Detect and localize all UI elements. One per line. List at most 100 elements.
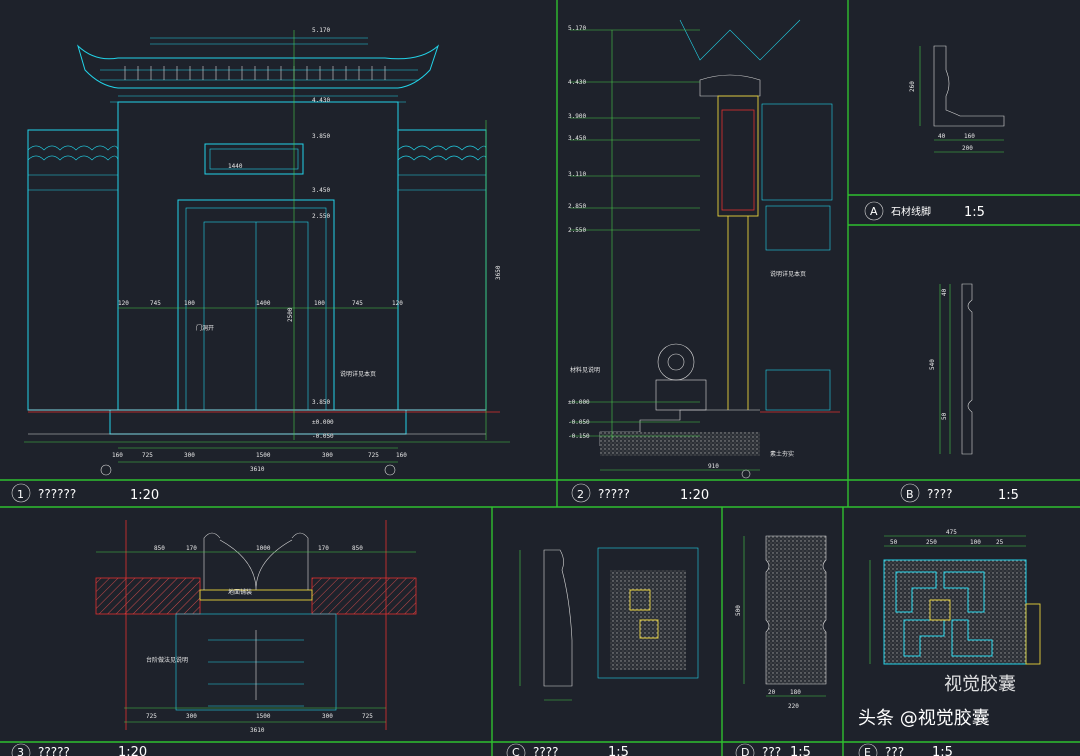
title-d-id: D <box>741 746 749 756</box>
title-e-id: E <box>864 746 871 756</box>
title-3-scale: 1:20 <box>118 745 147 756</box>
title-1-scale: 1:20 <box>130 488 159 503</box>
title-c-id: C <box>512 746 520 756</box>
dim-total-3: 3610 <box>250 727 265 734</box>
title-3: 3 ????? 1:20 <box>11 743 147 756</box>
dim-mid-1: 120 <box>392 300 403 307</box>
dim-section-base: 910 <box>708 463 719 470</box>
dim-detail-b: 50 <box>941 412 948 420</box>
title-a-id: A <box>870 205 878 218</box>
panel-2-section: 说明详见本页 材料见说明 素土夯实 <box>570 19 840 479</box>
section-mark: 5.170 <box>568 25 586 32</box>
section-mark: -0.050 <box>568 419 590 426</box>
detail-d-profile <box>743 535 827 697</box>
dim-total-1: 3610 <box>250 466 265 473</box>
section-mark: 3.110 <box>568 171 586 178</box>
detail-a-profile <box>919 45 1005 153</box>
title-e-text: ??? <box>885 745 904 756</box>
dim-height-total: 3650 <box>495 265 502 280</box>
title-a: A 石材线脚 1:5 <box>864 201 985 221</box>
detail-b-profile <box>939 283 973 455</box>
title-e-scale: 1:5 <box>932 745 953 756</box>
title-c: C ???? 1:5 <box>506 743 629 756</box>
elevation-mark: 3.850 <box>312 133 330 140</box>
dim-detail-a: 200 <box>962 145 973 152</box>
section-mark: 4.430 <box>568 79 586 86</box>
dim-bottom-3: 300 <box>186 713 197 720</box>
title-1: 1 ?????? 1:20 <box>11 483 159 503</box>
title-2: 2 ????? 1:20 <box>571 483 709 503</box>
section-mark: -0.150 <box>568 433 590 440</box>
dim-detail-b: 540 <box>929 359 936 370</box>
title-3-id: 3 <box>17 746 24 756</box>
dim-top-3: 850 <box>352 545 363 552</box>
svg-text:地面铺装: 地面铺装 <box>228 588 252 596</box>
elevation-mark: 3.850 <box>312 399 330 406</box>
title-a-scale: 1:5 <box>964 205 985 220</box>
title-c-text: ???? <box>533 745 558 756</box>
dim-detail-d: 20 <box>768 689 776 696</box>
watermark: 视觉胶囊 头条 @视觉胶囊 <box>858 674 1016 729</box>
dim-detail-b: 40 <box>941 288 948 296</box>
title-2-id: 2 <box>577 488 584 501</box>
dim-detail-e: 475 <box>946 529 957 536</box>
title-b-scale: 1:5 <box>998 488 1019 503</box>
watermark-text: 头条 @视觉胶囊 <box>858 708 990 729</box>
dim-bottom-1: 300 <box>322 452 333 459</box>
detail-e-lattice <box>869 535 1041 665</box>
dim-mid-1: 100 <box>314 300 325 307</box>
svg-text:素土夯实: 素土夯实 <box>770 450 794 458</box>
dim-mid-1: 745 <box>150 300 161 307</box>
dim-detail-a: 160 <box>964 133 975 140</box>
dim-door-height: 2500 <box>287 307 294 322</box>
dim-bottom-3: 725 <box>146 713 157 720</box>
svg-text:门洞开: 门洞开 <box>196 324 214 332</box>
dim-detail-e: 100 <box>970 539 981 546</box>
title-b-id: B <box>906 488 914 501</box>
dim-detail-e: 50 <box>890 539 898 546</box>
svg-text:说明详见本页: 说明详见本页 <box>340 370 376 378</box>
title-d-scale: 1:5 <box>790 745 811 756</box>
svg-text:1440: 1440 <box>228 163 243 170</box>
title-1-id: 1 <box>17 488 24 501</box>
title-2-scale: 1:20 <box>680 488 709 503</box>
title-b: B ???? 1:5 <box>900 483 1019 503</box>
panel-3-plan: 地面铺装 台阶做法见说明 <box>95 520 417 730</box>
detail-c-profile <box>519 547 699 701</box>
dim-detail-d: 500 <box>735 605 742 616</box>
title-e: E ??? 1:5 <box>858 743 953 756</box>
dim-detail-a: 40 <box>938 133 946 140</box>
section-mark: 3.450 <box>568 135 586 142</box>
elevation-mark: 2.550 <box>312 213 330 220</box>
dim-mid-1: 120 <box>118 300 129 307</box>
elevation-mark: 5.170 <box>312 27 330 34</box>
elevation-mark: ±0.000 <box>312 419 334 426</box>
title-a-text: 石材线脚 <box>891 205 931 218</box>
dim-bottom-1: 160 <box>396 452 407 459</box>
dim-mid-1: 100 <box>184 300 195 307</box>
dim-bottom-1: 300 <box>184 452 195 459</box>
dim-bottom-1: 160 <box>112 452 123 459</box>
dimension-labels: 160 725 300 1500 300 725 160 3610 120 745 100 1400 1… <box>112 25 1004 734</box>
dim-top-3: 1000 <box>256 545 271 552</box>
dim-bottom-3: 725 <box>362 713 373 720</box>
elevation-mark: 3.450 <box>312 187 330 194</box>
dim-top-3: 850 <box>154 545 165 552</box>
panel-1-elevation: 门洞开 说明详见本页 1440 <box>24 30 510 476</box>
dim-bottom-3: 1500 <box>256 713 271 720</box>
dim-detail-e: 25 <box>996 539 1004 546</box>
dim-mid-1: 745 <box>352 300 363 307</box>
dim-detail-a: 260 <box>909 81 916 92</box>
dim-bottom-1: 1500 <box>256 452 271 459</box>
dim-bottom-1: 725 <box>368 452 379 459</box>
section-mark: 3.900 <box>568 113 586 120</box>
elevation-mark: 4.430 <box>312 97 330 104</box>
dim-mid-1: 1400 <box>256 300 271 307</box>
watermark-logo-text: 视觉胶囊 <box>944 674 1016 695</box>
dim-bottom-1: 725 <box>142 452 153 459</box>
elevation-mark: -0.050 <box>312 433 334 440</box>
title-3-text: ????? <box>38 745 70 756</box>
section-mark: 2.550 <box>568 227 586 234</box>
